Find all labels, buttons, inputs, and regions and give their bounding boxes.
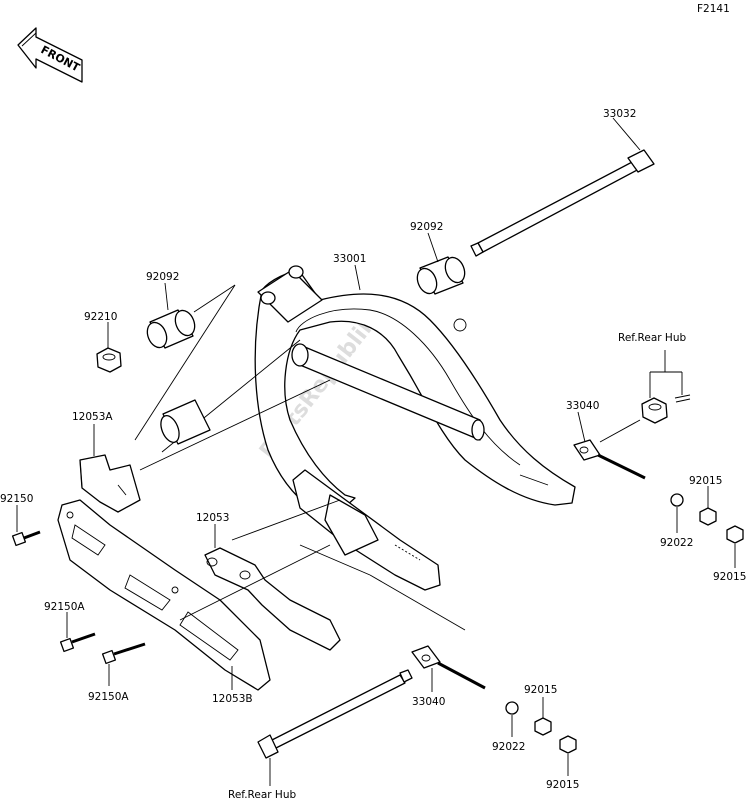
front-arrow-icon: FRONT bbox=[17, 27, 83, 83]
washer-92022-bottom bbox=[505, 701, 519, 737]
washer-92022-top bbox=[670, 493, 684, 533]
chain-guide-12053 bbox=[204, 524, 341, 651]
rear-hub-nut-top bbox=[599, 350, 691, 443]
label-92015-c: 92015 bbox=[524, 684, 557, 696]
bolt-92150A-top bbox=[59, 612, 96, 653]
label-92022-bottom: 92022 bbox=[492, 741, 525, 753]
label-92092-right: 92092 bbox=[410, 221, 443, 233]
label-92210: 92210 bbox=[84, 311, 117, 323]
pivot-sleeve bbox=[160, 399, 211, 445]
label-92150A-top: 92150A bbox=[44, 601, 85, 613]
bushing-92092-left bbox=[146, 282, 236, 349]
nut-92015-c bbox=[534, 697, 552, 736]
label-33032: 33032 bbox=[603, 108, 636, 120]
label-92015-b: 92015 bbox=[713, 571, 746, 583]
nut-92210 bbox=[96, 322, 122, 373]
rear-axle bbox=[257, 669, 413, 786]
chain-slider-12053A bbox=[79, 424, 141, 513]
label-ref-rear-hub-bottom: Ref.Rear Hub bbox=[228, 789, 296, 800]
label-92015-a: 92015 bbox=[689, 475, 722, 487]
nut-92015-d bbox=[559, 735, 577, 776]
label-33040-top: 33040 bbox=[566, 400, 599, 412]
chain-adjuster-33040-top bbox=[573, 411, 646, 480]
label-92150A-bottom: 92150A bbox=[88, 691, 129, 703]
label-33001: 33001 bbox=[333, 253, 366, 265]
nut-92015-a bbox=[699, 486, 717, 526]
bushing-92092-right bbox=[416, 232, 466, 295]
bolt-92150A-bottom bbox=[101, 642, 146, 686]
chain-guide-12053B bbox=[57, 499, 271, 691]
label-ref-rear-hub-top: Ref.Rear Hub bbox=[618, 332, 686, 344]
nut-92015-b bbox=[726, 525, 744, 568]
label-12053B: 12053B bbox=[212, 693, 253, 705]
label-12053: 12053 bbox=[196, 512, 229, 524]
label-92150: 92150 bbox=[0, 493, 33, 505]
label-92092-left: 92092 bbox=[146, 271, 179, 283]
figure-code: F2141 bbox=[697, 3, 730, 15]
label-92022-top: 92022 bbox=[660, 537, 693, 549]
pivot-shaft-33032 bbox=[470, 117, 655, 257]
bolt-92150 bbox=[11, 505, 41, 547]
label-92015-d: 92015 bbox=[546, 779, 579, 791]
chain-adjuster-33040-bottom bbox=[411, 645, 486, 692]
label-33040-bottom: 33040 bbox=[412, 696, 445, 708]
swingarm-33001 bbox=[254, 264, 576, 591]
label-12053A: 12053A bbox=[72, 411, 113, 423]
